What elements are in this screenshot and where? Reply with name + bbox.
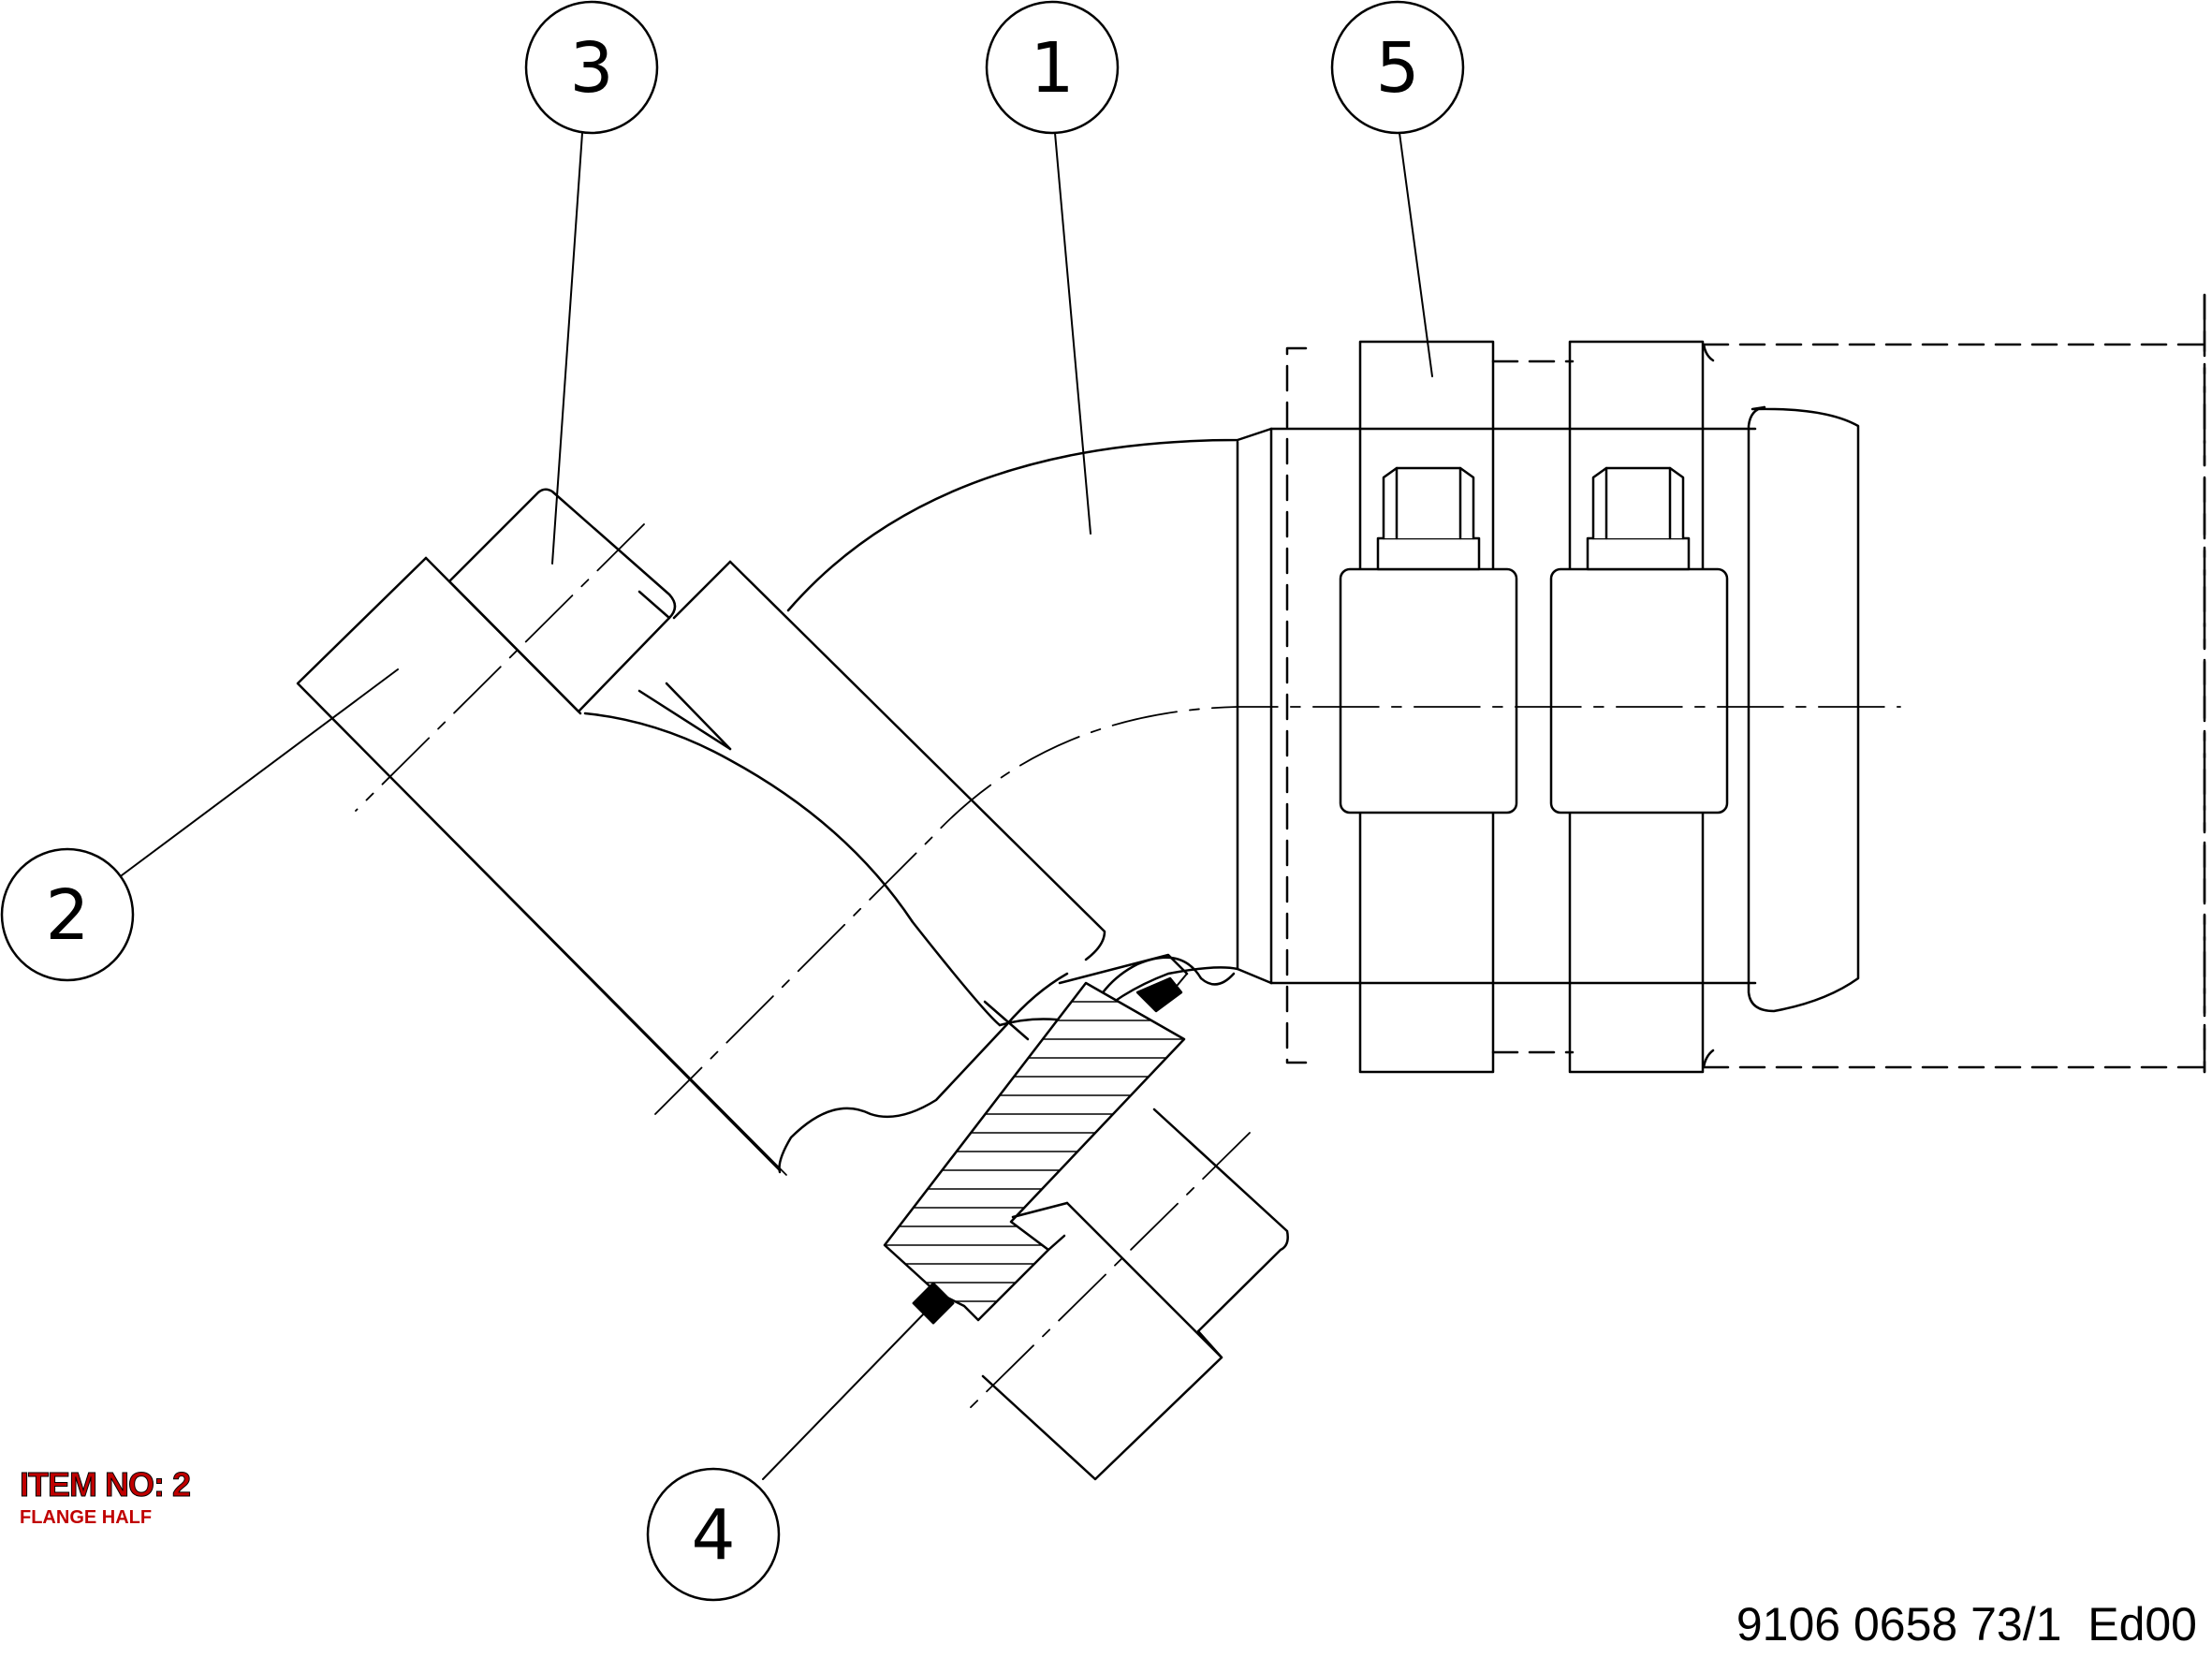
svg-text:3: 3 — [569, 28, 613, 109]
pipe-section — [1236, 405, 1860, 1013]
flange-axis-lower — [963, 1132, 1251, 1415]
balloon-3: 3 — [524, 0, 659, 135]
hose-clamp-left — [1339, 340, 1518, 1074]
balloon-4: 4 — [646, 1467, 781, 1602]
svg-text:4: 4 — [691, 1495, 735, 1576]
item-description-label: FLANGE HALF — [20, 1507, 153, 1528]
elbow-body — [583, 427, 1273, 1027]
document-number: 9106 0658 73/1 Ed00 — [1736, 1598, 2197, 1651]
elbow-centerline — [654, 706, 1901, 1115]
balloon-5: 5 — [1330, 0, 1465, 135]
pipe-end-bead — [1747, 405, 1860, 1013]
flange-half — [296, 488, 1106, 1176]
item-number-label: ITEM NO: 2 — [19, 1465, 191, 1504]
svg-text:2: 2 — [45, 875, 89, 956]
flange-collar-lower — [981, 1108, 1289, 1481]
sectioned-flange-ring — [778, 953, 1236, 1322]
leader-lines — [121, 132, 1433, 1480]
balloon-1: 1 — [985, 0, 1120, 135]
flange-axis-upper — [355, 523, 645, 812]
hose-clamp-right — [1549, 340, 1729, 1074]
balloon-2: 2 — [0, 847, 135, 982]
svg-text:1: 1 — [1030, 28, 1074, 109]
svg-text:5: 5 — [1375, 28, 1419, 109]
